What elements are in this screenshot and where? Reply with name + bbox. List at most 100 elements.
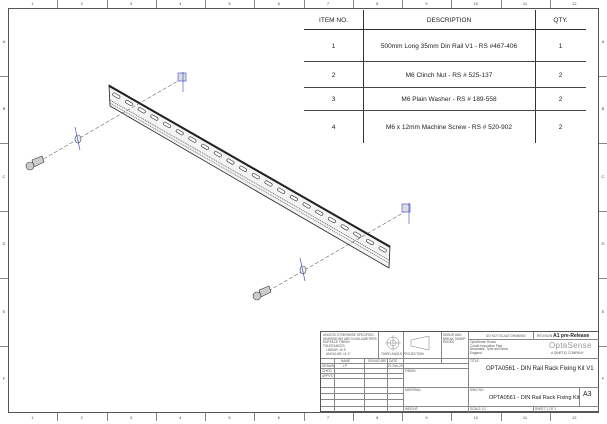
drawing-frame — [8, 8, 599, 413]
zone-tick — [303, 0, 305, 8]
table-row: 1 500mm Long 35mm Din Rail V1 - RS #467-… — [304, 30, 586, 62]
zone-tick — [0, 210, 8, 212]
drawn-label: DRAWN — [322, 364, 334, 368]
zone-tick — [402, 413, 403, 421]
drawn-date: 21-Feb-20 — [388, 364, 403, 368]
do-not-scale: DO NOT SCALE DRAWING — [486, 334, 526, 338]
table-row: 3 M6 Plain Washer - RS # 189-558 2 — [304, 88, 586, 111]
zone-tick — [106, 413, 108, 421]
drawing-number: OPTA0561 - DIN Rail Rack Fixing Kit — [489, 395, 580, 401]
rail-slot — [340, 224, 349, 231]
weight-label: WEIGHT: — [405, 407, 419, 411]
zone-row-label: F — [2, 376, 6, 382]
material-label: MATERIAL: — [405, 388, 422, 392]
header-qty: QTY. — [553, 16, 568, 24]
rail-slot — [315, 209, 324, 216]
zone-tick — [549, 0, 551, 8]
zone-tick — [155, 413, 157, 421]
zone-column-label: 4 — [179, 1, 182, 6]
rail-slot — [201, 143, 210, 150]
zone-column-label: 11 — [522, 415, 528, 420]
zone-tick — [57, 413, 59, 421]
zone-tick — [303, 413, 305, 421]
approved-label: APPV'D — [322, 374, 334, 378]
zone-tick — [254, 0, 256, 8]
drawing-title: OPTA0561 - DIN Rail Rack Fixing Kit V1 — [486, 366, 594, 372]
qty: 1 — [558, 42, 563, 50]
header-description: DESCRIPTION — [426, 16, 472, 24]
description: M6 x 12mm Machine Screw - RS # 520-902 — [385, 123, 513, 131]
rail-slot — [137, 107, 146, 114]
rail-slot — [175, 129, 184, 136]
zone-row-label: A — [2, 38, 6, 44]
item-no: 2 — [331, 71, 336, 79]
zone-row-label: C — [601, 173, 605, 179]
item-no: 4 — [331, 123, 336, 131]
rail-slot — [378, 246, 387, 253]
rail-slot — [353, 231, 362, 238]
finish-label: FINISH: — [405, 369, 417, 373]
zone-tick — [500, 0, 502, 8]
parts-table: ITEM NO. DESCRIPTION QTY. 1 500mm Long 3… — [304, 10, 586, 143]
zone-column-label: 9 — [425, 415, 428, 420]
item-no: 3 — [331, 96, 336, 103]
revision: REVISION A1 pre-Release — [537, 333, 590, 339]
rail-slot — [239, 165, 248, 172]
zone-column-label: 11 — [522, 1, 528, 6]
zone-tick — [0, 345, 8, 347]
zone-row-label: E — [601, 308, 605, 314]
scale-label: SCALE:1:2 — [470, 407, 486, 411]
general-notes: UNLESS OTHERWISE SPECIFIED:DIMENSIONS AR… — [323, 333, 377, 356]
description: 500mm Long 35mm Din Rail V1 - RS #467-40… — [380, 42, 518, 50]
col-name: NAME — [341, 359, 351, 363]
item-no: 1 — [331, 42, 336, 50]
zone-row-label: D — [601, 241, 605, 247]
zone-column-label: 8 — [376, 415, 379, 420]
projection-label: THIRD ANGLE PROJECTION — [381, 352, 424, 356]
qty: 2 — [558, 123, 563, 131]
col-signature: SIGNATURE — [368, 359, 387, 363]
zone-tick — [106, 0, 108, 8]
zone-tick — [451, 0, 453, 8]
rail-slot — [366, 238, 374, 246]
zone-column-label: 1 — [31, 1, 34, 6]
rail-slot — [289, 195, 298, 202]
zone-row-label: B — [601, 106, 605, 112]
zone-tick — [0, 278, 8, 279]
rail-slot — [163, 121, 172, 128]
zone-column-label: 6 — [277, 415, 280, 420]
zone-column-label: 7 — [326, 415, 330, 420]
company-logo: OptaSense — [549, 341, 592, 350]
title-block: UNLESS OTHERWISE SPECIFIED:DIMENSIONS AR… — [320, 331, 599, 412]
zone-column-label: 10 — [473, 415, 478, 420]
zone-column-label: 6 — [277, 1, 280, 6]
zone-column-label: 5 — [228, 415, 231, 420]
rail-slot — [188, 136, 197, 143]
qty: 2 — [558, 96, 563, 103]
description: M6 Clinch Nut - RS # 525-137 — [405, 71, 493, 79]
zone-tick — [352, 413, 354, 421]
rail-slot — [125, 99, 133, 107]
zone-column-label: 10 — [473, 1, 478, 6]
zone-row-label: A — [601, 38, 605, 44]
zone-column-label: 2 — [80, 415, 83, 420]
qty: 2 — [558, 71, 563, 79]
table-header: ITEM NO. DESCRIPTION QTY. — [304, 10, 586, 30]
col-date: DATE — [389, 359, 398, 363]
screw-icon — [25, 155, 272, 301]
zone-column-label: 9 — [425, 1, 428, 6]
zone-tick — [599, 210, 607, 212]
zone-tick — [254, 413, 256, 421]
zone-column-label: 12 — [572, 1, 577, 6]
zone-column-label: 3 — [129, 1, 133, 6]
sheet-size: A3 — [583, 391, 592, 398]
rail-slot — [264, 180, 273, 187]
zone-tick — [0, 75, 8, 77]
rail-slot — [213, 151, 222, 158]
zone-column-label: 8 — [376, 1, 379, 6]
zone-column-label: 3 — [129, 415, 133, 420]
zone-tick — [599, 345, 607, 347]
zone-row-label: F — [601, 376, 605, 382]
sheet-label: SHEET 1 OF 1 — [535, 407, 557, 411]
